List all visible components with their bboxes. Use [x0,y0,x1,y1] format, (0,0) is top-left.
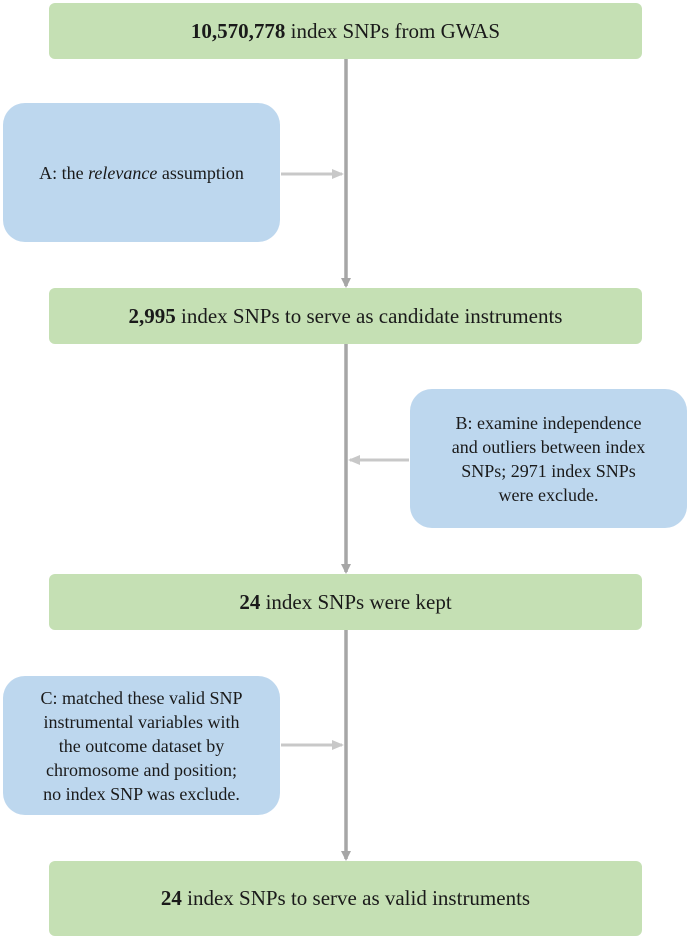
note-b-line: B: examine independence [455,412,642,433]
step-count: 10,570,778 [190,18,286,43]
step-label: 2,995 index SNPs to serve as candidate i… [129,304,563,329]
note-b-line: were exclude. [498,484,599,505]
note-box-independence: B: examine independence and outliers bet… [410,389,687,528]
note-box-relevance: A: the relevance assumption [3,103,280,242]
step-label: 10,570,778 index SNPs from GWAS [191,19,500,44]
step-box-kept: 24 index SNPs were kept [49,574,642,630]
step-count: 24 [239,589,261,614]
step-count: 24 [160,886,182,910]
note-b-line: and outliers between index [451,436,646,457]
step-label: 24 index SNPs were kept [239,590,451,615]
note-c-line: no index SNP was exclude. [43,783,240,804]
note-a-prefix: A: the [39,162,89,183]
note-a-suffix: assumption [157,162,244,183]
note-a-text: A: the relevance assumption [39,161,244,185]
note-c-line: instrumental variables with [43,711,240,732]
step-count: 2,995 [128,303,176,328]
note-c-line: the outcome dataset by [58,735,225,756]
step-text: index SNPs were kept [260,589,452,614]
step-box-candidates: 2,995 index SNPs to serve as candidate i… [49,288,642,344]
note-c-line: C: matched these valid SNP [40,687,243,708]
step-text: index SNPs to serve as candidate instrum… [175,303,563,328]
step-text: index SNPs to serve as valid instruments [181,886,531,910]
note-b-line: SNPs; 2971 index SNPs [461,460,636,481]
note-b-text: B: examine independence and outliers bet… [452,411,645,507]
step-text: index SNPs from GWAS [285,18,501,43]
note-c-text: C: matched these valid SNP instrumental … [41,686,243,806]
step-box-valid: 24 index SNPs to serve as valid instrume… [49,861,642,936]
note-a-emphasis: relevance [88,162,158,183]
note-c-line: chromosome and position; [46,759,237,780]
step-box-gwas: 10,570,778 index SNPs from GWAS [49,3,642,59]
step-label: 24 index SNPs to serve as valid instrume… [161,886,530,911]
note-box-matching: C: matched these valid SNP instrumental … [3,676,280,815]
